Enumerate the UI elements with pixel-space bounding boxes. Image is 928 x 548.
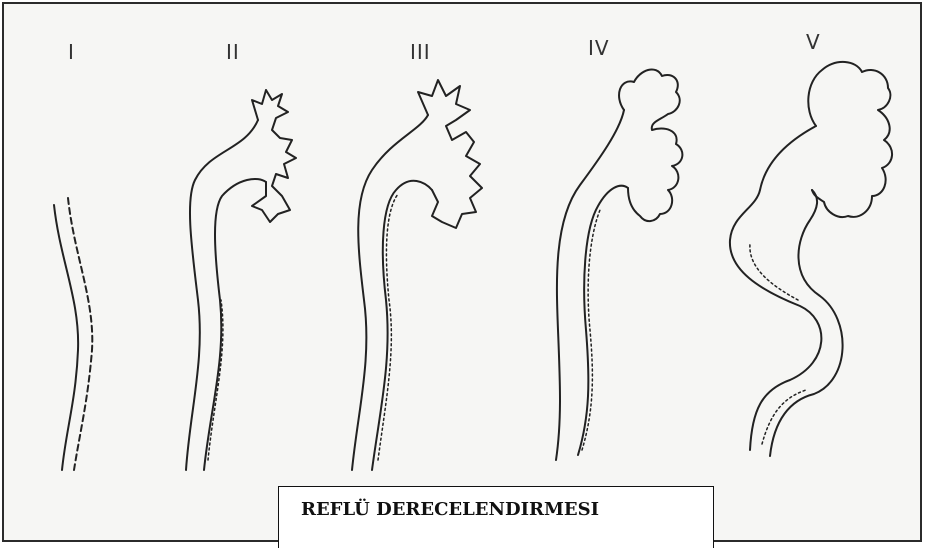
- grade-label-v: V: [806, 30, 821, 54]
- figure-caption: REFLÜ DERECELENDIRMESI: [301, 499, 599, 520]
- grade-2-ureter-pelvis: [186, 90, 296, 470]
- grade-label-ii: II: [226, 40, 240, 64]
- grade-label-iii: III: [410, 40, 431, 64]
- grade-5-ureter-pelvis: [730, 62, 892, 456]
- grade-4-ureter-pelvis: [556, 69, 682, 460]
- grade-label-i: I: [68, 40, 75, 64]
- grade-1-ureter: [54, 198, 92, 470]
- caption-box: REFLÜ DERECELENDIRMESI: [278, 486, 714, 548]
- grade-3-ureter-pelvis: [352, 80, 482, 470]
- grade-label-iv: IV: [588, 36, 610, 60]
